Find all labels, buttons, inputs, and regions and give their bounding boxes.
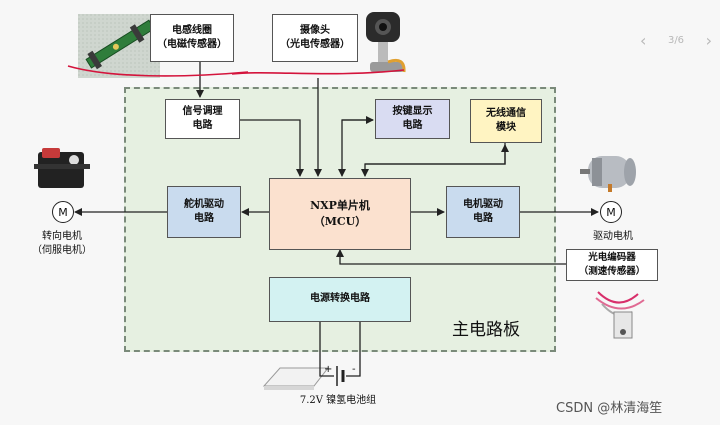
- camera-box: 摄像头 （光电传感器）: [272, 14, 358, 62]
- page-number: 3/6: [667, 34, 685, 46]
- watermark: CSDN @林清海笙: [556, 401, 663, 416]
- encoder-photo: [595, 291, 645, 339]
- inductive-coil-box: 电感线圈 （电磁传感器）: [150, 14, 234, 62]
- signal-conditioning-label: 信号调理 电路: [182, 105, 223, 132]
- battery-minus-sign: -: [352, 364, 356, 375]
- drive-motor-photo: [580, 156, 636, 192]
- battery-plus-sign: +: [324, 364, 333, 375]
- steering-motor-m: M: [58, 205, 68, 219]
- drive-motor-symbol: M: [600, 201, 622, 223]
- sensor-board-photo: [78, 14, 160, 78]
- motor-driver-label: 电机驱动 电路: [463, 198, 503, 225]
- steering-motor-symbol: M: [52, 201, 74, 223]
- drive-motor-label: 驱动电机: [593, 231, 633, 242]
- key-display-box: 按键显示 电路: [375, 99, 450, 139]
- prev-page-icon[interactable]: ‹: [640, 30, 647, 50]
- battery-label: 7.2V 镍氢电池组: [299, 395, 377, 406]
- camera-photo: [366, 12, 406, 73]
- camera-label: 摄像头 （光电传感器）: [280, 24, 350, 51]
- motor-driver-box: 电机驱动 电路: [446, 186, 520, 238]
- power-conversion-label: 电源转换电路: [310, 293, 370, 305]
- wireless-module-box: 无线通信 模块: [470, 99, 542, 143]
- steering-motor-label: 转向电机 （伺服电机）: [32, 231, 92, 256]
- next-page-icon[interactable]: ›: [705, 30, 712, 50]
- servo-driver-box: 舵机驱动 电路: [167, 186, 241, 238]
- encoder-box: 光电编码器 （测速传感器）: [566, 249, 658, 281]
- power-conversion-box: 电源转换电路: [269, 277, 411, 322]
- inductive-coil-label: 电感线圈 （电磁传感器）: [157, 24, 227, 51]
- board-title: 主电路板: [452, 320, 520, 340]
- battery-photo: [262, 367, 330, 390]
- servo-photo: [34, 148, 90, 188]
- servo-driver-label: 舵机驱动 电路: [184, 198, 224, 225]
- mcu-label: NXP单片机 （MCU）: [310, 199, 370, 228]
- drive-motor-m: M: [606, 205, 616, 219]
- wireless-module-label: 无线通信 模块: [486, 107, 526, 134]
- encoder-label: 光电编码器 （测速传感器）: [578, 252, 646, 277]
- key-display-label: 按键显示 电路: [392, 105, 433, 132]
- mcu-box: NXP单片机 （MCU）: [269, 178, 411, 250]
- signal-conditioning-box: 信号调理 电路: [165, 99, 240, 139]
- page-indicator: ‹ 3/6 ›: [640, 26, 712, 54]
